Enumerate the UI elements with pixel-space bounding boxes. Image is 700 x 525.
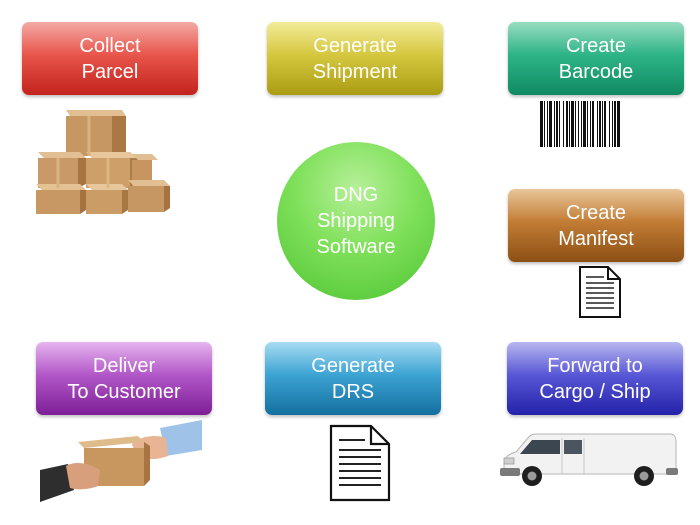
barcode-bar [571, 101, 574, 147]
box-label-line: Deliver [92, 354, 156, 377]
box-label-line: Collect [79, 34, 141, 57]
barcode-bar [599, 101, 601, 147]
barcode-bar [604, 101, 606, 147]
center-circle: DNG Shipping Software [277, 142, 435, 300]
barcode-bar [617, 101, 620, 147]
parcel-handover-icon [40, 420, 202, 502]
box-label-line: Parcel [81, 60, 139, 83]
forward-to-cargo-box: Forward to Cargo / Ship [507, 342, 683, 415]
document-icon [329, 424, 391, 502]
delivery-van-icon [500, 433, 678, 486]
center-label-line: DNG [333, 184, 379, 206]
barcode-bar [575, 101, 576, 147]
barcode-bar [559, 101, 560, 147]
center-label-line: Shipping [317, 210, 395, 232]
box-label-line: DRS [331, 380, 375, 403]
barcode-bar [544, 101, 545, 147]
barcode-bar [556, 101, 558, 147]
barcode-bar [554, 101, 555, 147]
box-label-line: To Customer [67, 380, 181, 403]
barcode-bar [609, 101, 610, 147]
box-label-line: Cargo / Ship [539, 380, 651, 403]
barcode-bar [583, 101, 586, 147]
barcode-bar [547, 101, 548, 147]
barcode-bar [578, 101, 579, 147]
deliver-to-customer-box: Deliver To Customer [36, 342, 212, 415]
barcode-bar [612, 101, 613, 147]
box-label-line: Generate [313, 34, 397, 57]
box-label-line: Create [565, 201, 627, 224]
box-label-line: Create [565, 34, 627, 57]
document-icon [579, 266, 621, 318]
barcode-bar [569, 101, 570, 147]
barcode-bar [540, 101, 543, 147]
create-barcode-box: Create Barcode [508, 22, 684, 95]
center-label-line: Software [316, 236, 396, 258]
barcode-bar [590, 101, 591, 147]
barcode-bar [549, 101, 552, 147]
box-label-line: Barcode [558, 60, 634, 83]
generate-drs-box: Generate DRS [265, 342, 441, 415]
create-manifest-box: Create Manifest [508, 189, 684, 262]
barcode-icon [540, 101, 620, 147]
cardboard-boxes-icon [36, 110, 170, 214]
collect-parcel-box: Collect Parcel [22, 22, 198, 95]
barcode-bar [581, 101, 582, 147]
box-label-line: Generate [311, 354, 395, 377]
barcode-bar [614, 101, 616, 147]
barcode-bar [592, 101, 594, 147]
barcode-bar [566, 101, 568, 147]
box-label-line: Forward to [547, 354, 643, 377]
box-label-line: Manifest [558, 227, 634, 250]
barcode-bar [563, 101, 564, 147]
generate-shipment-box: Generate Shipment [267, 22, 443, 95]
barcode-bar [587, 101, 588, 147]
box-label-line: Shipment [312, 60, 398, 83]
barcode-bar [602, 101, 603, 147]
barcode-bar [597, 101, 598, 147]
